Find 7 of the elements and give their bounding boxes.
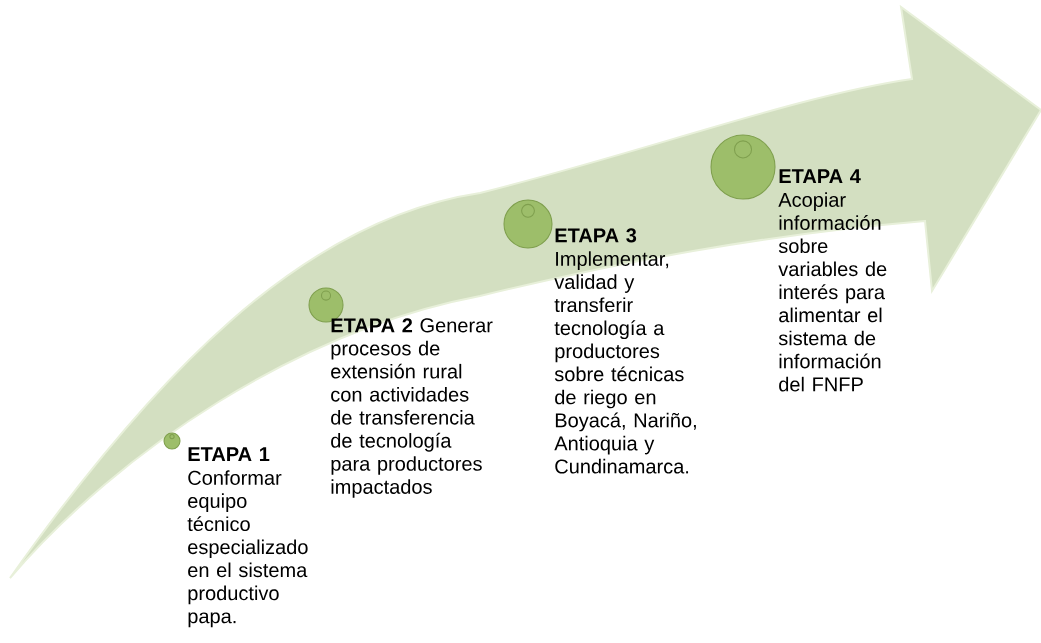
- stage-heading: ETAPA 1: [188, 447, 270, 462]
- stage-heading: ETAPA 4: [779, 169, 861, 184]
- stage-description: Acopiar información sobre variables de interés para alimentar el sistema de información del FNFP: [778, 192, 887, 392]
- stage-heading: ETAPA 3: [555, 228, 637, 243]
- stage-description: Conformar equipo técnico especializado en el sistema productivo papa.: [187, 470, 308, 628]
- stage-description: Implementar, validad y transferir tecnología a productores sobre técnicas de riego en Boyacá, Nariño, Antioquia y Cundinamarca.: [554, 251, 696, 474]
- stage-description: ETAPA 2 Generar procesos de extensión rural con actividades de transferencia de tecnología para productores impactados: [331, 318, 493, 498]
